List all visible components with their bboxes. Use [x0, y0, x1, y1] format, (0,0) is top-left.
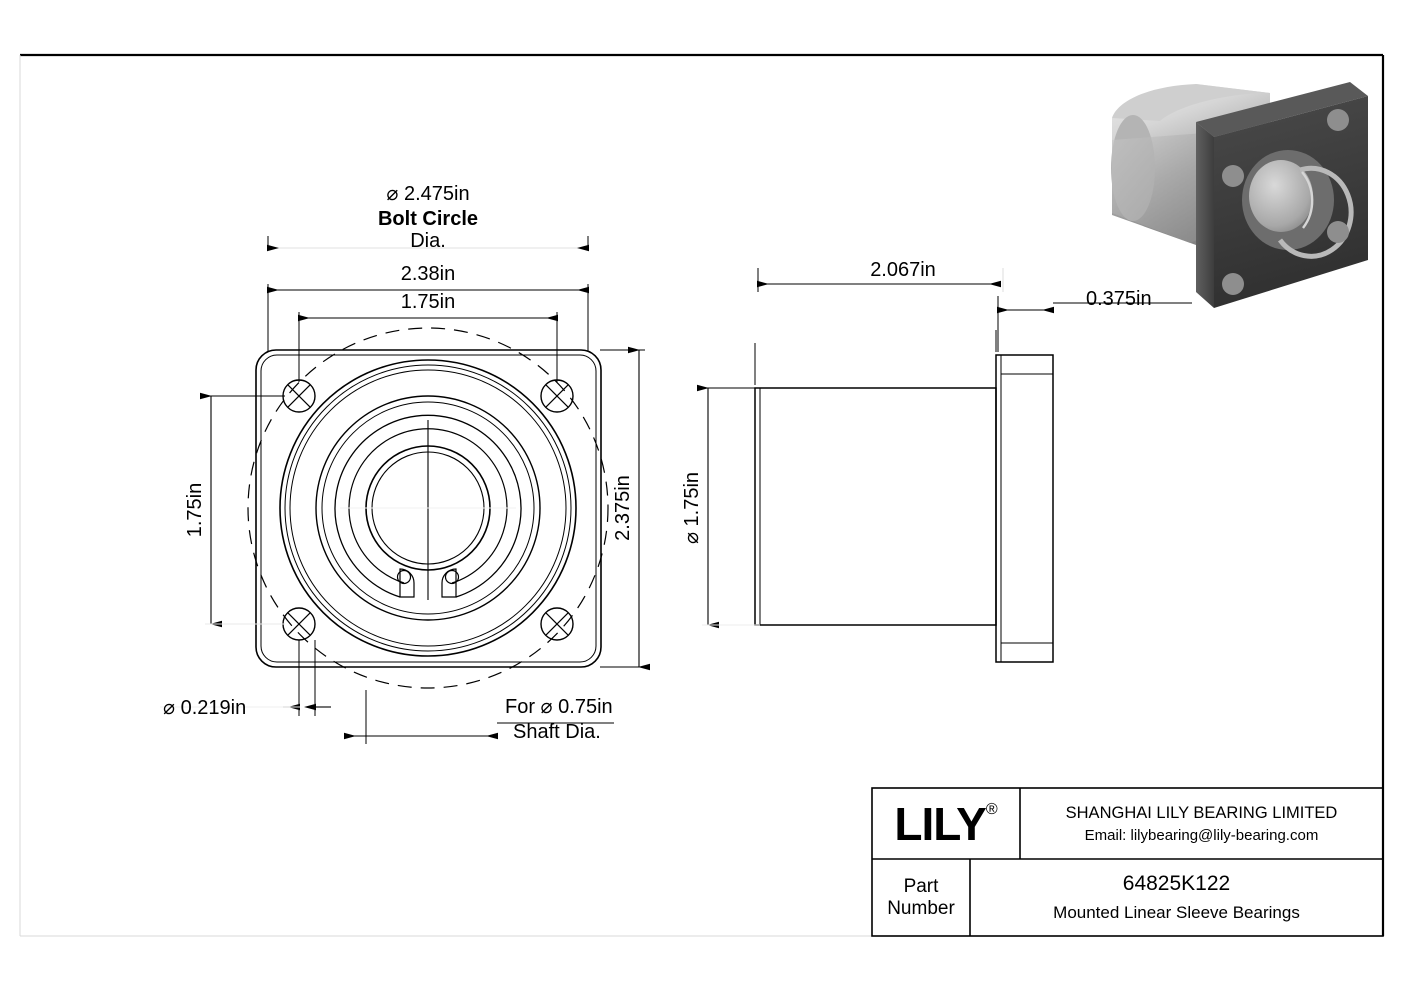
- retaining-ring-lug-left: [399, 568, 415, 598]
- title-block-part-value-cell: 64825K122 Mounted Linear Sleeve Bearings: [970, 859, 1383, 936]
- iso-bolt-hole-top-right: [1327, 109, 1349, 131]
- dim-flange-height: 2.375in: [612, 475, 634, 541]
- body-outer-circle-3: [289, 369, 567, 647]
- company-name: SHANGHAI LILY BEARING LIMITED: [1065, 803, 1338, 822]
- title-block-company-cell: SHANGHAI LILY BEARING LIMITED Email: lil…: [1020, 788, 1383, 859]
- dim-flange-thickness: 0.375in: [1086, 288, 1152, 310]
- iso-flange-left-edge: [1196, 122, 1214, 308]
- bolt-hole-bottom-left: [282, 607, 316, 641]
- body-outer-circle-2: [284, 364, 572, 652]
- title-block-part-label-cell: Part Number: [872, 859, 970, 936]
- bolt-hole-bottom-right: [540, 607, 574, 641]
- seat-circle-1: [315, 395, 541, 621]
- front-view-dimensions: [160, 236, 650, 744]
- front-view: [247, 327, 609, 689]
- seat-circle-2: [321, 401, 535, 615]
- side-view: [754, 330, 1054, 663]
- dim-bolt-spacing-vertical: 1.75in: [184, 483, 206, 538]
- bolt-hole-top-left: [282, 379, 316, 413]
- side-view-dimensions: [697, 268, 1192, 629]
- title-block-logo-cell: LILY®: [872, 788, 1020, 859]
- dim-bolt-circle-line2: Bolt Circle: [378, 208, 478, 230]
- front-flange-inner-offset: [260, 354, 597, 663]
- bolt-circle-dashed: [247, 327, 609, 689]
- product-name-value: Mounted Linear Sleeve Bearings: [1053, 903, 1300, 922]
- side-flange-outline: [995, 354, 1054, 663]
- iso-bore-opening: [1249, 160, 1313, 232]
- dim-bolt-circle-line3: Dia.: [410, 230, 446, 252]
- dim-body-dia: ⌀ 1.75in: [681, 472, 703, 544]
- dim-overall-length: 2.067in: [870, 259, 936, 281]
- dim-flange-width: 2.38in: [401, 263, 456, 285]
- side-body-outline: [754, 387, 997, 626]
- dim-bolt-circle-line1: ⌀ 2.475in: [386, 183, 469, 205]
- iso-flange-top-face: [1196, 82, 1368, 137]
- bolt-hole-top-right: [540, 379, 574, 413]
- part-label-line1: Part: [903, 875, 939, 897]
- company-email: Email: lilybearing@lily-bearing.com: [1084, 826, 1319, 844]
- note-shaft-dia-line2: Shaft Dia.: [513, 721, 601, 743]
- iso-cylinder-top-surface: [1112, 84, 1270, 121]
- iso-bolt-hole-bottom-right: [1327, 221, 1349, 243]
- ring-lug-hole-right: [444, 569, 460, 585]
- isometric-view: [1111, 82, 1368, 308]
- iso-bolt-hole-bottom-left: [1222, 273, 1244, 295]
- lily-logo-text: LILY: [894, 797, 986, 850]
- retaining-ring-lug-right: [441, 568, 457, 598]
- iso-retaining-ring-highlight: [1301, 171, 1314, 229]
- note-shaft-dia-line1: For ⌀ 0.75in: [505, 696, 613, 718]
- title-block: [871, 787, 1384, 937]
- part-number-value: 64825K122: [1122, 872, 1231, 895]
- iso-bolt-hole-top-left: [1222, 165, 1244, 187]
- retaining-ring-outer-arc: [334, 414, 522, 598]
- dim-bolt-hole-dia: ⌀ 0.219in: [163, 697, 246, 719]
- front-flange-outline: [255, 349, 602, 668]
- iso-retaining-ring: [1277, 165, 1354, 259]
- ring-lug-hole-left: [396, 569, 412, 585]
- body-outer-circle: [279, 359, 577, 657]
- dim-bolt-spacing-horizontal: 1.75in: [401, 291, 456, 313]
- part-label-line2: Number: [887, 897, 955, 919]
- registered-trademark-icon: ®: [985, 800, 998, 818]
